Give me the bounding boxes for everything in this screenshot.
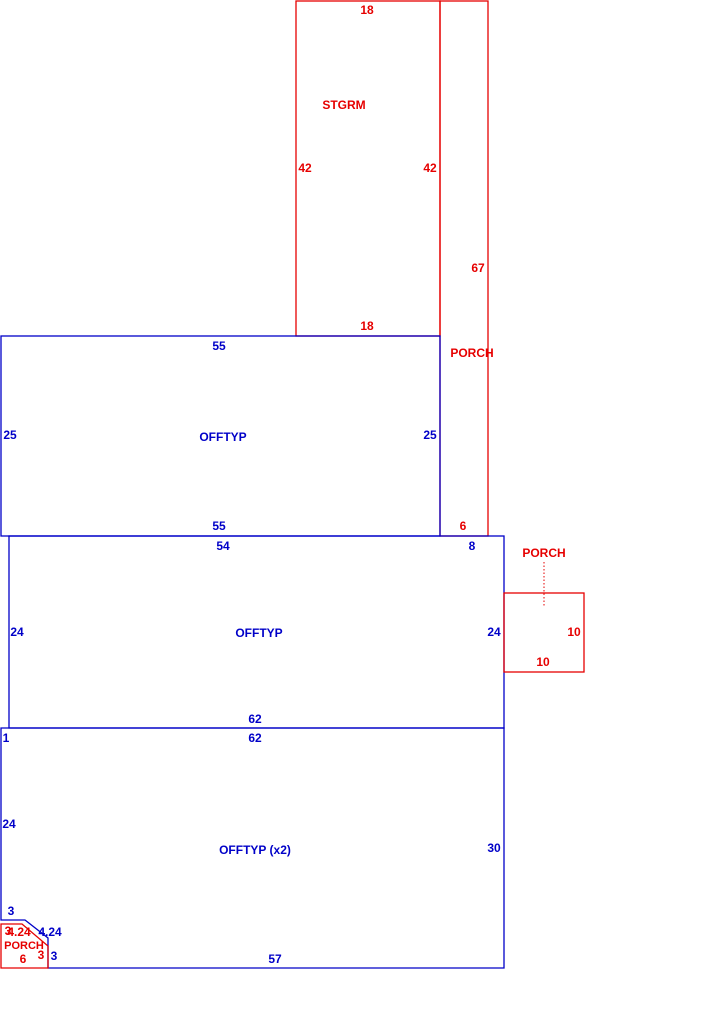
office-2-dim-top-right: 8 [469, 539, 476, 553]
office-2-dim-bottom: 62 [248, 712, 262, 726]
office-3-label: OFFTYP (x2) [219, 843, 291, 857]
office-3-dim-left: 24 [2, 817, 16, 831]
office-2-dim-left: 24 [10, 625, 24, 639]
office-3-dim-right: 30 [487, 841, 501, 855]
porch-corner-dim-bottom: 6 [20, 952, 27, 966]
stgrm-room: STGRM 18 18 42 42 [295, 0, 441, 337]
stgrm-dim-bottom: 18 [360, 319, 374, 333]
office-1-dim-left: 25 [3, 428, 17, 442]
office-1-label: OFFTYP [199, 430, 246, 444]
stgrm-outline [295, 0, 441, 337]
office-1-dim-right: 25 [423, 428, 437, 442]
porch-corner-dim-right: 3 [38, 948, 45, 962]
office-3-dim-top: 62 [248, 731, 262, 745]
office-room-1: OFFTYP 55 55 25 25 [0, 335, 441, 537]
porch-small-dim-bottom: 10 [536, 655, 550, 669]
office-1-dim-top: 55 [212, 339, 226, 353]
office-2-dim-right: 24 [487, 625, 501, 639]
porch-corner: PORCH 3 4.24 6 3 [0, 923, 49, 969]
office-3-dim-bottom: 57 [268, 952, 282, 966]
office-2-dim-top: 54 [216, 539, 230, 553]
office-room-2: OFFTYP 54 8 24 24 62 [8, 535, 505, 729]
porch-small-dim-right: 10 [567, 625, 581, 639]
office-room-3: OFFTYP (x2) 62 1 24 30 57 3 4.24 3 [0, 727, 505, 969]
porch-strip: PORCH 67 6 [439, 0, 494, 537]
stgrm-dim-right: 42 [423, 161, 437, 175]
office-1-dim-bottom: 55 [212, 519, 226, 533]
porch-corner-outline [0, 923, 49, 969]
office-3-dim-notch-side: 3 [51, 949, 58, 963]
porch-small-outline [503, 592, 585, 673]
office-2-label: OFFTYP [235, 626, 282, 640]
stgrm-dim-left: 42 [298, 161, 312, 175]
office-3-dim-notch-top: 3 [8, 904, 15, 918]
stgrm-dim-top: 18 [360, 3, 374, 17]
office-3-dim-diag: 4.24 [38, 925, 62, 939]
porch-corner-dim-top-left: 3 [5, 924, 12, 938]
porch-strip-dim-side: 67 [471, 261, 485, 275]
porch-strip-dim-bottom: 6 [460, 519, 467, 533]
porch-corner-label: PORCH [4, 940, 44, 952]
porch-corner-dim-diag: 4.24 [7, 925, 31, 939]
porch-strip-label: PORCH [450, 346, 493, 360]
office-3-dim-left-offset: 1 [3, 731, 10, 745]
porch-small: PORCH 10 10 [503, 546, 585, 673]
stgrm-label: STGRM [322, 98, 365, 112]
porch-small-label: PORCH [522, 546, 565, 560]
